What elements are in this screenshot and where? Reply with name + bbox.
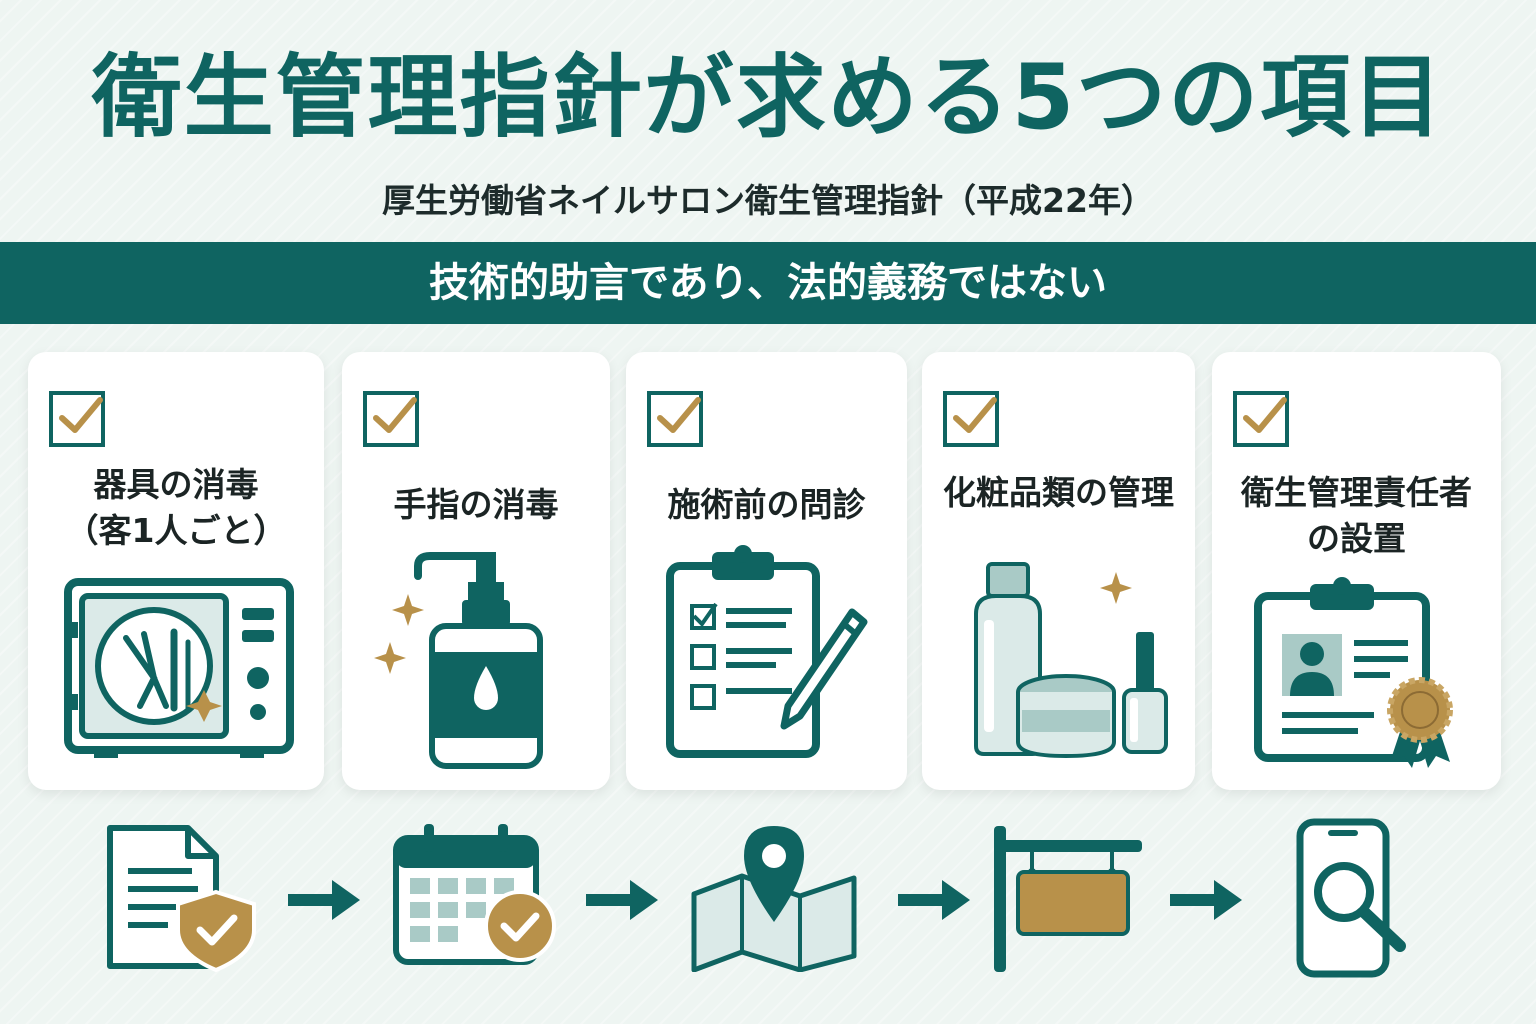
checkbox-icon [1233, 391, 1289, 447]
notice-banner: 技術的助言であり、法的義務ではない [0, 242, 1536, 324]
hand-sanitizer-icon [374, 552, 543, 769]
page-title: 衛生管理指針が求める5つの項目 [91, 45, 1445, 150]
item-label: 手指の消毒 [393, 485, 559, 524]
arrow-right-icon [586, 880, 658, 920]
map-pin-icon [691, 826, 857, 972]
item-card-cosmetics-management: 化粧品類の管理 [922, 352, 1195, 790]
item-card-hand-disinfection: 手指の消毒 [342, 352, 610, 790]
item-card-pre-treatment-consultation: 施術前の問診 [626, 352, 907, 790]
checkbox-icon [943, 391, 999, 447]
item-label: 器具の消毒 （客1人ごと） [65, 465, 287, 551]
arrow-right-icon [288, 880, 360, 920]
sterilizer-icon [64, 578, 294, 758]
cosmetics-icon [974, 562, 1168, 759]
arrow-right-icon [1170, 880, 1242, 920]
item-label: 衛生管理責任者 の設置 [1241, 473, 1472, 559]
item-card-instrument-disinfection: 器具の消毒 （客1人ごと） [28, 352, 324, 790]
calendar-check-icon [393, 824, 556, 965]
hanging-sign-icon [994, 826, 1142, 972]
certificate-clipboard-icon [1254, 577, 1453, 768]
arrow-right-icon [898, 880, 970, 920]
document-shield-icon [107, 825, 256, 972]
item-label: 化粧品類の管理 [943, 473, 1174, 512]
checkbox-icon [49, 391, 105, 447]
clipboard-checklist-icon [666, 545, 868, 758]
phone-search-icon [1296, 818, 1406, 978]
page-subtitle: 厚生労働省ネイルサロン衛生管理指針（平成22年） [382, 181, 1154, 220]
checkbox-icon [363, 391, 419, 447]
checkbox-icon [647, 391, 703, 447]
item-card-hygiene-manager: 衛生管理責任者 の設置 [1212, 352, 1501, 790]
item-label: 施術前の問診 [667, 485, 866, 524]
